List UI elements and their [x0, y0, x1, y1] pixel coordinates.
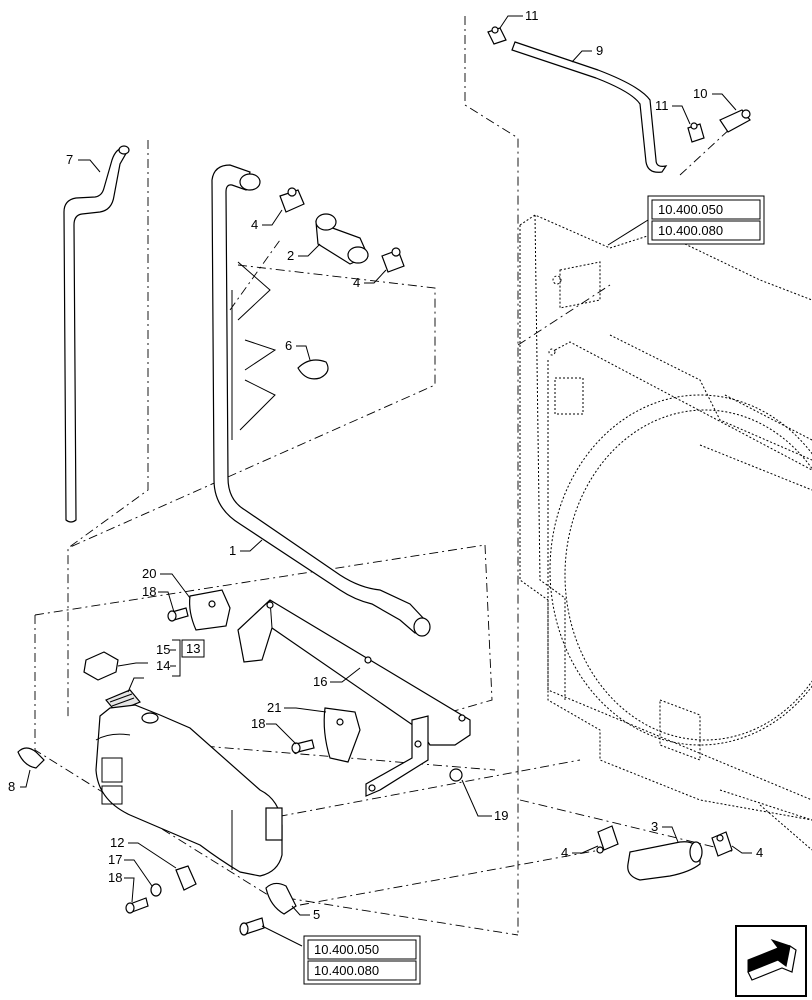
part-18-bolt-top: [167, 607, 189, 622]
part-17-washer: [150, 883, 162, 897]
part-3-hose: [627, 841, 703, 881]
callout-18-bottom: 18: [108, 870, 122, 885]
part-11-fitting-top: [487, 26, 507, 45]
part-5-clamp: [265, 882, 297, 915]
callout-11-top: 11: [525, 8, 539, 23]
part-4-hose-clamp-bottom-left: [596, 825, 619, 854]
callout-6: 6: [285, 338, 292, 353]
callout-17: 17: [108, 852, 122, 867]
reference-box-bottom[interactable]: 10.400.050 10.400.080: [303, 935, 421, 985]
next-page-arrow-icon[interactable]: [735, 925, 807, 997]
callout-13-box: [181, 639, 205, 658]
ref-10-400-080-top[interactable]: 10.400.080: [658, 223, 723, 238]
callout-8: 8: [8, 779, 15, 794]
pipe-guard-hatch: [237, 261, 277, 431]
callout-4-bottom-left: 4: [561, 845, 568, 860]
callout-20: 20: [142, 566, 156, 581]
part-18-bolt-middle: [291, 739, 315, 754]
part-6-cable-tie: [297, 359, 329, 380]
part-8-clamp: [17, 747, 45, 769]
callout-19: 19: [494, 808, 508, 823]
part-16-mounting-bracket: [237, 599, 471, 797]
part-12-clip: [175, 865, 197, 891]
callout-14: 14: [156, 658, 170, 673]
part-15-cap: [83, 651, 119, 681]
callout-7: 7: [66, 152, 73, 167]
part-1-pipe: [211, 164, 431, 637]
part-21-bracket: [323, 707, 361, 763]
callout-leaders: [20, 15, 752, 947]
part-4-hose-clamp-middle: [381, 247, 405, 273]
callout-15: 15: [156, 642, 170, 657]
part-4-hose-clamp-bottom-right: [711, 831, 733, 857]
part-19-nut: [449, 768, 463, 782]
callout-21: 21: [267, 700, 281, 715]
ref-10-400-050-bottom[interactable]: 10.400.050: [314, 942, 379, 957]
callout-10: 10: [693, 86, 707, 101]
callout-4-bottom-right: 4: [756, 845, 763, 860]
callout-3: 3: [651, 819, 658, 834]
callout-5: 5: [313, 907, 320, 922]
callout-12: 12: [110, 835, 124, 850]
part-bolt-lower: [239, 917, 265, 936]
callout-numbers: 11 9 11 10 7 4 2 4 6 1 20 18 15 14 13 16…: [8, 8, 763, 922]
callout-1: 1: [229, 543, 236, 558]
part-10-connector: [719, 109, 751, 133]
ref-10-400-080-bottom[interactable]: 10.400.080: [314, 963, 379, 978]
callout-4-middle: 4: [353, 275, 360, 290]
part-18-bolt-bottom: [125, 897, 149, 914]
callout-11-right: 11: [655, 98, 669, 113]
callout-16: 16: [313, 674, 327, 689]
radiator-shroud-assembly: [519, 214, 812, 851]
part-20-bracket: [189, 589, 231, 631]
ref-10-400-050-top[interactable]: 10.400.050: [658, 202, 723, 217]
part-2-hose: [315, 213, 369, 265]
callout-2: 2: [287, 248, 294, 263]
part-4-hose-clamp-top: [279, 187, 305, 213]
callout-18-middle: 18: [251, 716, 265, 731]
callout-4-top: 4: [251, 217, 258, 232]
part-9-tube: [511, 41, 668, 173]
callout-13: 13: [186, 641, 200, 656]
reference-box-top[interactable]: 10.400.050 10.400.080: [647, 195, 765, 245]
part-11-fitting-right: [687, 122, 705, 143]
part-7-overflow-tube: [63, 145, 130, 523]
callout-18-top: 18: [142, 584, 156, 599]
expansion-tank: [95, 704, 283, 877]
callout-9: 9: [596, 43, 603, 58]
